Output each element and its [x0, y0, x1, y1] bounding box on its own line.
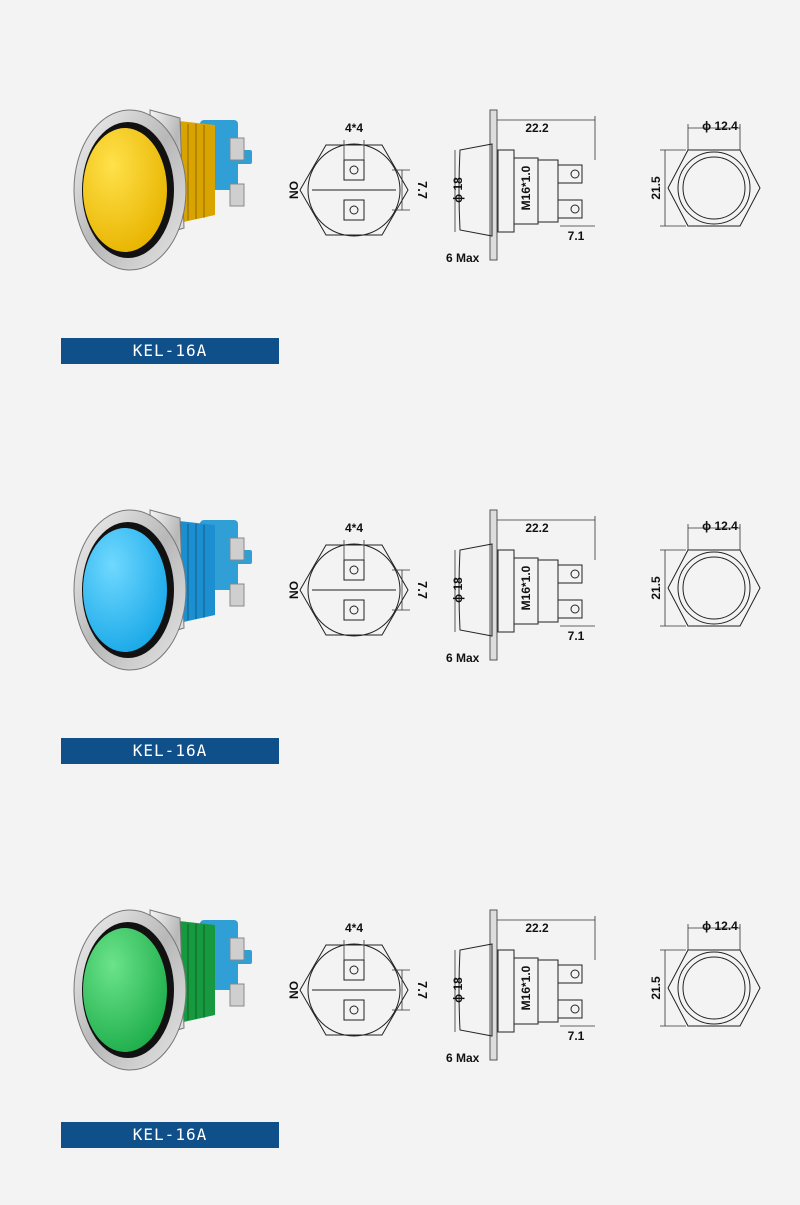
pitch-label: 7.7	[415, 181, 430, 199]
terminal-lug	[229, 183, 245, 207]
switch-photo	[73, 509, 252, 671]
terminal-length-label: 7.1	[568, 629, 585, 643]
terminal-size-label: 4*4	[345, 121, 363, 135]
terminal-length-label: 7.1	[568, 1029, 585, 1043]
cap-diameter-label: ϕ 12.4	[702, 519, 738, 533]
product-panel: 4*4 NO 7.7 22.2 ϕ 18 M16*1.0 7.	[0, 0, 800, 400]
side-view-drawing: 22.2 ϕ 18 M16*1.0 7.1 6 Max	[446, 109, 596, 265]
front-view-drawing: 4*4 NO 7.7	[287, 921, 430, 1037]
panel-section	[489, 909, 498, 1061]
thread-label: M16*1.0	[519, 965, 533, 1010]
cap-diameter-label: ϕ 12.4	[702, 919, 738, 933]
terminal-lug	[229, 937, 245, 961]
product-drawing: 4*4 NO 7.7 22.2 ϕ 18 M16*1.0 7.	[73, 109, 761, 271]
terminal-length-label: 7.1	[568, 229, 585, 243]
rear-view-drawing: ϕ 12.4 21.5	[649, 919, 761, 1027]
panel-thickness-label: 6 Max	[446, 1051, 480, 1065]
product-drawing: 4*4 NO 7.7 22.2 ϕ 18 M16*1.0 7.	[73, 909, 761, 1071]
model-label-bar: KEL-16A	[61, 1122, 279, 1148]
terminal-lug	[229, 137, 245, 161]
contact-type-label: NO	[287, 981, 301, 999]
model-label-bar: KEL-16A	[61, 738, 279, 764]
diameter-label: ϕ 18	[451, 577, 465, 603]
hex-across-label: 21.5	[649, 176, 663, 200]
terminal-lug	[229, 983, 245, 1007]
contact-type-label: NO	[287, 581, 301, 599]
panel-section	[489, 509, 498, 661]
length-label: 22.2	[525, 921, 549, 935]
hex-across-label: 21.5	[649, 576, 663, 600]
side-view-drawing: 22.2 ϕ 18 M16*1.0 7.1 6 Max	[446, 509, 596, 665]
push-cap	[83, 528, 167, 652]
panel-thickness-label: 6 Max	[446, 651, 480, 665]
hex-across-label: 21.5	[649, 976, 663, 1000]
panel-section	[489, 109, 498, 261]
thread-label: M16*1.0	[519, 165, 533, 210]
contact-type-label: NO	[287, 181, 301, 199]
product-panel: 4*4 NO 7.7 22.2 ϕ 18 M16*1.0 7.	[0, 400, 800, 800]
push-cap	[83, 928, 167, 1052]
diameter-label: ϕ 18	[451, 977, 465, 1003]
rear-view-drawing: ϕ 12.4 21.5	[649, 519, 761, 627]
terminal-size-label: 4*4	[345, 521, 363, 535]
diameter-label: ϕ 18	[451, 177, 465, 203]
model-label-bar: KEL-16A	[61, 338, 279, 364]
terminal-lug	[229, 537, 245, 561]
front-view-drawing: 4*4 NO 7.7	[287, 121, 430, 237]
switch-photo	[73, 909, 252, 1071]
front-view-drawing: 4*4 NO 7.7	[287, 521, 430, 637]
cap-diameter-label: ϕ 12.4	[702, 119, 738, 133]
thread-label: M16*1.0	[519, 565, 533, 610]
terminal-size-label: 4*4	[345, 921, 363, 935]
product-panel: 4*4 NO 7.7 22.2 ϕ 18 M16*1.0 7.	[0, 800, 800, 1200]
length-label: 22.2	[525, 121, 549, 135]
panel-thickness-label: 6 Max	[446, 251, 480, 265]
switch-photo	[73, 109, 252, 271]
length-label: 22.2	[525, 521, 549, 535]
push-cap	[83, 128, 167, 252]
pitch-label: 7.7	[415, 981, 430, 999]
terminal-lug	[229, 583, 245, 607]
pitch-label: 7.7	[415, 581, 430, 599]
product-drawing: 4*4 NO 7.7 22.2 ϕ 18 M16*1.0 7.	[73, 509, 761, 671]
side-view-drawing: 22.2 ϕ 18 M16*1.0 7.1 6 Max	[446, 909, 596, 1065]
rear-view-drawing: ϕ 12.4 21.5	[649, 119, 761, 227]
